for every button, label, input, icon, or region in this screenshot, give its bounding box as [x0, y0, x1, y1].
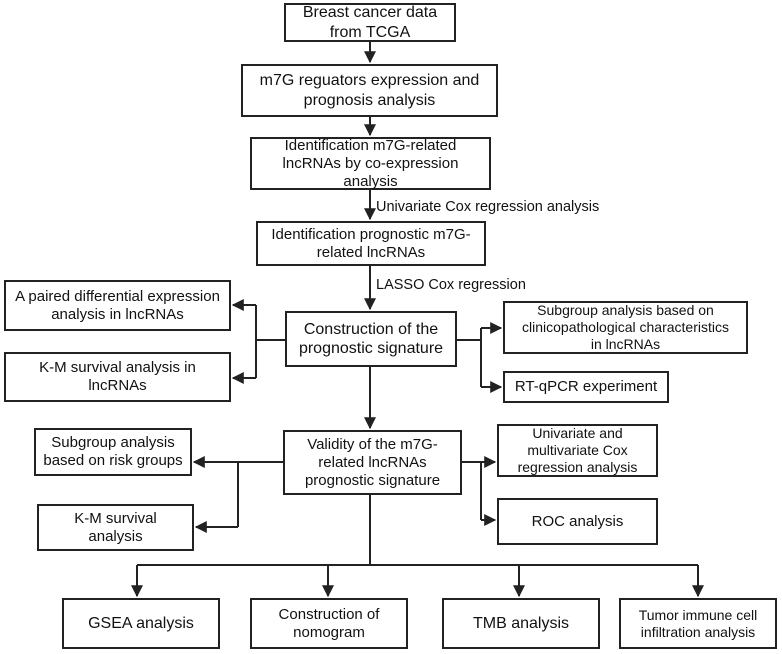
node-regulators: m7G reguators expression and prognosis a…: [241, 64, 498, 117]
node-paired: A paired differential expression analysi…: [4, 280, 231, 331]
node-nomogram: Construction of nomogram: [250, 598, 408, 649]
node-km-lnc: K-M survival analysis in lncRNAs: [4, 352, 231, 402]
node-km-surv: K-M survival analysis: [37, 504, 194, 551]
node-immune: Tumor immune cell infiltration analysis: [619, 598, 777, 649]
node-construction: Construction of the prognostic signature: [285, 311, 457, 367]
node-subgroup-risk: Subgroup analysis based on risk groups: [34, 428, 192, 476]
node-tcga: Breast cancer data from TCGA: [284, 3, 456, 42]
edge-label-lasso: LASSO Cox regression: [376, 277, 526, 293]
node-gsea: GSEA analysis: [62, 598, 220, 649]
node-validity: Validity of the m7G- related lncRNAs pro…: [283, 430, 462, 495]
node-rtqpcr: RT-qPCR experiment: [503, 371, 669, 403]
node-cox: Univariate and multivariate Cox regressi…: [497, 424, 658, 477]
edge-label-univariate: Univariate Cox regression analysis: [376, 199, 600, 215]
node-identification: Identification m7G-related lncRNAs by co…: [250, 137, 491, 190]
node-tmb: TMB analysis: [442, 598, 600, 649]
node-prognostic-id: Identification prognostic m7G- related l…: [256, 221, 486, 266]
node-subgroup-clin: Subgroup analysis based on clinicopathol…: [503, 301, 748, 354]
node-roc: ROC analysis: [497, 498, 658, 545]
